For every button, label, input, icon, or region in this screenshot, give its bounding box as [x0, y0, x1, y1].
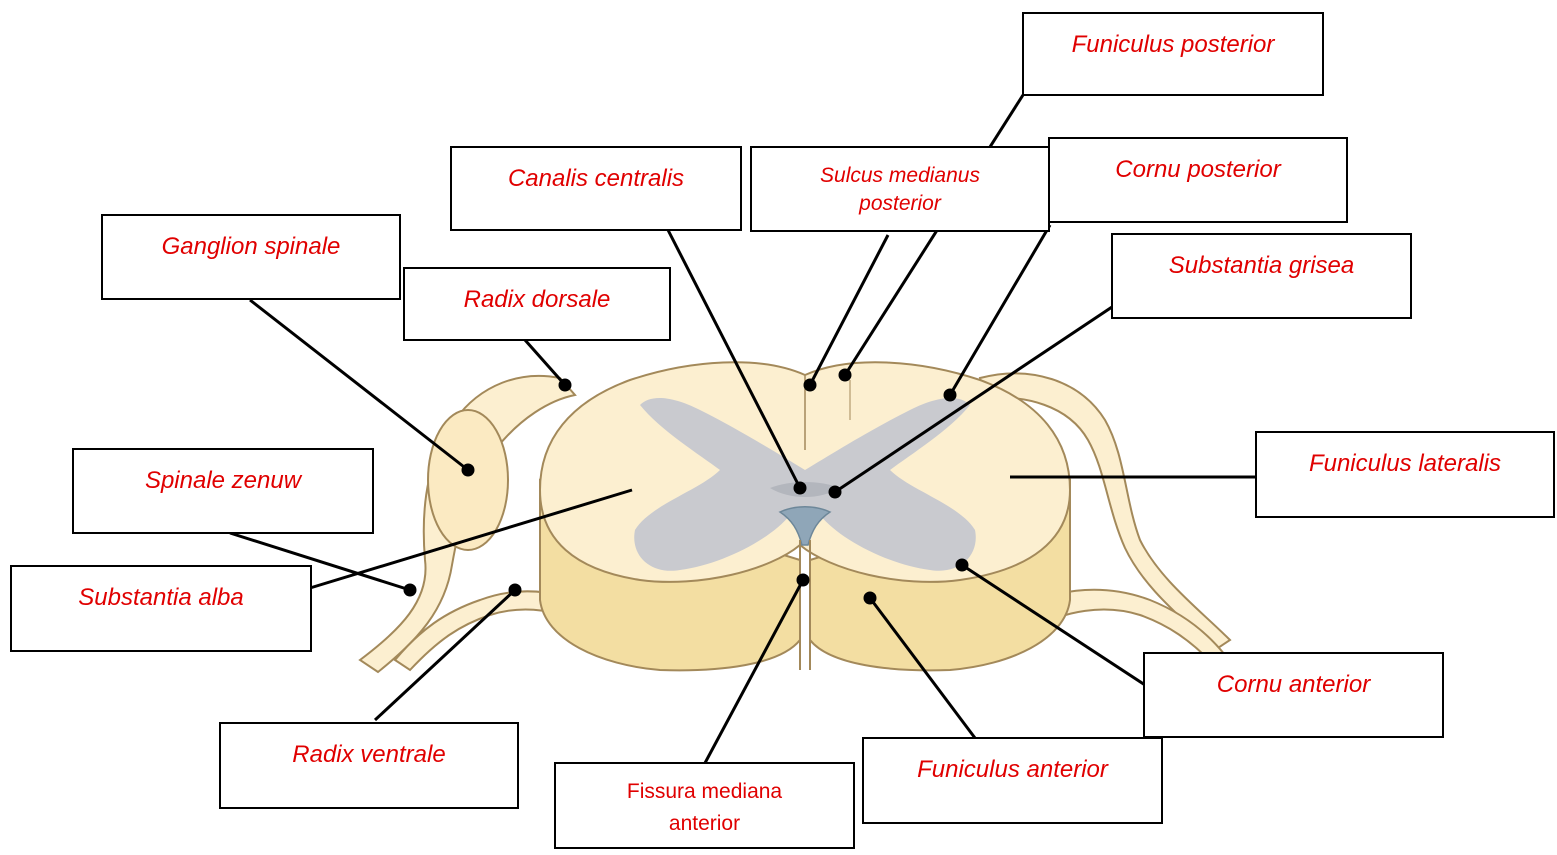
label-sulcus-medianus-posterior: Sulcus medianus posterior [750, 146, 1050, 232]
label-radix-ventrale: Radix ventrale [219, 722, 519, 809]
leader-dot-canalis-centralis [795, 483, 805, 493]
label-cornu-posterior: Cornu posterior [1048, 137, 1348, 223]
leader-dot-substantia-grisea [830, 487, 840, 497]
label-fissura-mediana-anterior-text: Fissura mediana anterior [605, 776, 805, 840]
label-substantia-alba-text: Substantia alba [78, 583, 243, 613]
leader-dot-fissura [798, 575, 808, 585]
label-funiculus-anterior-text: Funiculus anterior [917, 755, 1108, 785]
leader-dot-ganglion [463, 465, 473, 475]
label-fissura-mediana-anterior: Fissura mediana anterior [554, 762, 855, 849]
leader-cornu-posterior [950, 225, 1050, 395]
label-funiculus-lateralis-text: Funiculus lateralis [1309, 449, 1501, 479]
leader-dot-cornu-posterior [945, 390, 955, 400]
label-funiculus-posterior: Funiculus posterior [1022, 12, 1324, 96]
leader-dot-radix-ventrale [510, 585, 520, 595]
leader-dot-funiculus-anterior [865, 593, 875, 603]
label-funiculus-anterior: Funiculus anterior [862, 737, 1163, 824]
label-radix-ventrale-text: Radix ventrale [292, 740, 445, 770]
left-ganglion [428, 410, 508, 550]
leader-dot-cornu-anterior [957, 560, 967, 570]
label-sulcus-medianus-posterior-text: Sulcus medianus posterior [800, 162, 1000, 218]
leader-dot-sulcus [805, 380, 815, 390]
label-ganglion-spinale: Ganglion spinale [101, 214, 401, 300]
label-substantia-alba: Substantia alba [10, 565, 312, 652]
label-spinale-zenuw: Spinale zenuw [72, 448, 374, 534]
label-ganglion-spinale-text: Ganglion spinale [162, 232, 341, 262]
label-canalis-centralis-text: Canalis centralis [508, 164, 684, 194]
label-cornu-anterior-text: Cornu anterior [1217, 670, 1370, 700]
label-substantia-grisea: Substantia grisea [1111, 233, 1412, 319]
leader-dot-radix-dorsale [560, 380, 570, 390]
label-canalis-centralis: Canalis centralis [450, 146, 742, 231]
label-funiculus-posterior-text: Funiculus posterior [1072, 30, 1275, 60]
leader-funiculus-posterior [845, 95, 1023, 375]
label-funiculus-lateralis: Funiculus lateralis [1255, 431, 1555, 518]
label-radix-dorsale: Radix dorsale [403, 267, 671, 341]
leader-dot-funiculus-posterior [840, 370, 850, 380]
label-substantia-grisea-text: Substantia grisea [1169, 251, 1354, 281]
label-cornu-posterior-text: Cornu posterior [1115, 155, 1280, 185]
label-radix-dorsale-text: Radix dorsale [464, 285, 611, 315]
leader-dot-spinale-zenuw [405, 585, 415, 595]
label-spinale-zenuw-text: Spinale zenuw [145, 466, 301, 496]
label-cornu-anterior: Cornu anterior [1143, 652, 1444, 738]
